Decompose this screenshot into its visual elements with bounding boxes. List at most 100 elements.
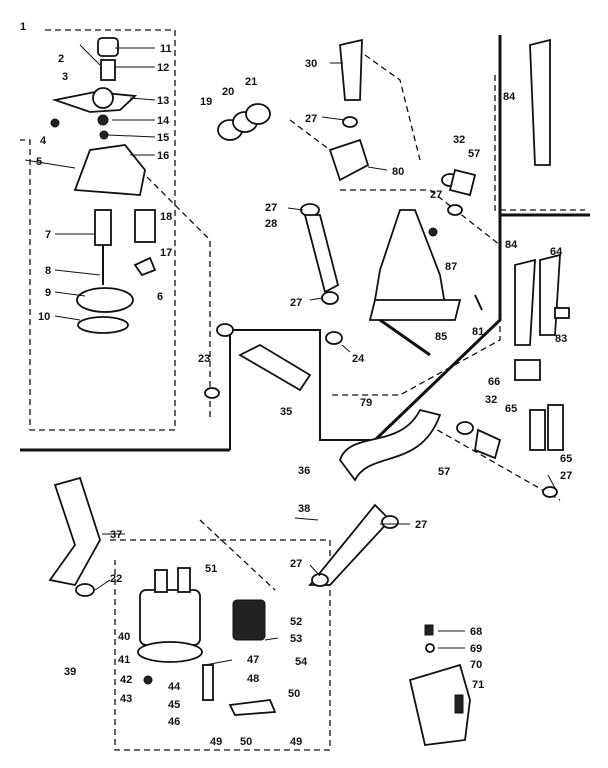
- callout-80: 80: [392, 166, 404, 178]
- callout-79: 79: [360, 397, 372, 409]
- part-84-hose-lower: [514, 258, 536, 346]
- callout-68: 68: [470, 626, 482, 638]
- callout-12: 12: [157, 62, 169, 74]
- part-71-bolt: [454, 694, 464, 714]
- pump-port-b: [177, 567, 191, 593]
- part-37-hose: [48, 476, 101, 587]
- filter-assembly: [368, 209, 483, 357]
- callout-41: 41: [118, 654, 130, 666]
- callout-16: 16: [157, 150, 169, 162]
- callout-57b: 57: [438, 466, 450, 478]
- callout-27f: 27: [415, 519, 427, 531]
- callout-38: 38: [298, 503, 310, 515]
- upper-center-parts: [217, 38, 370, 345]
- callout-30: 30: [305, 58, 317, 70]
- callout-19: 19: [200, 96, 212, 108]
- right-hoses: [441, 38, 570, 498]
- part-23-clamp-b: [204, 387, 220, 399]
- part-23-clamp-a: [216, 323, 234, 337]
- callout-50b: 50: [240, 736, 252, 748]
- part-9-pulley: [76, 287, 134, 313]
- callout-32b: 32: [485, 394, 497, 406]
- valve-guide: [419, 419, 561, 501]
- part-13-hub: [92, 87, 114, 109]
- callout-83: 83: [555, 333, 567, 345]
- part-57-elbow-upper: [448, 168, 477, 197]
- part-69-washer: [425, 643, 435, 653]
- callout-2: 2: [58, 53, 64, 65]
- callout-49b: 49: [290, 736, 302, 748]
- callout-1: 1: [20, 21, 26, 33]
- part-10-ring: [77, 316, 129, 334]
- part-24-clamp: [325, 331, 343, 345]
- callout-27d: 27: [430, 189, 442, 201]
- part-14-nut: [97, 114, 109, 126]
- callout-84b: 84: [505, 239, 518, 251]
- callout-10: 10: [38, 311, 50, 323]
- callout-22: 22: [110, 573, 122, 585]
- callout-6: 6: [157, 291, 163, 303]
- left-assembly-box: [20, 29, 176, 431]
- part-35-hose: [238, 343, 312, 392]
- callout-47: 47: [247, 654, 259, 666]
- right-box: [494, 75, 585, 211]
- part-43-screw: [143, 675, 153, 685]
- part-70-bracket: [408, 663, 471, 746]
- pump-box: [110, 539, 331, 751]
- callout-54: 54: [295, 656, 308, 668]
- part-64-hose: [539, 253, 561, 336]
- callout-53: 53: [290, 633, 302, 645]
- part-79-filter: [373, 209, 447, 306]
- callout-28: 28: [265, 218, 277, 230]
- part-84-hose-upper: [529, 38, 551, 166]
- callout-48: 48: [247, 673, 259, 685]
- callout-27a: 27: [305, 113, 317, 125]
- part-38-hose: [308, 503, 392, 586]
- callout-52: 52: [290, 616, 302, 628]
- part-5-housing: [73, 144, 146, 196]
- leader-lines: [24, 44, 556, 666]
- callout-64: 64: [550, 246, 563, 258]
- callout-69: 69: [470, 643, 482, 655]
- part-12-spring: [100, 59, 116, 81]
- callout-37: 37: [110, 529, 122, 541]
- callout-39: 39: [64, 666, 76, 678]
- lower-left-hose: [48, 476, 101, 597]
- callout-46: 46: [168, 716, 180, 728]
- callout-13: 13: [157, 95, 169, 107]
- part-85-rod: [379, 318, 431, 357]
- drive-assembly: [50, 37, 157, 334]
- part-28-hose: [303, 214, 340, 294]
- part-18-bracket: [134, 209, 156, 243]
- seal-guide: [289, 119, 331, 151]
- part-46-bracket: [228, 699, 277, 716]
- part-30-hose: [339, 38, 363, 101]
- callout-70: 70: [470, 659, 482, 671]
- part-15-washer: [99, 130, 109, 140]
- frame-lines: [20, 35, 590, 452]
- callout-85: 85: [435, 331, 447, 343]
- callout-20: 20: [222, 86, 234, 98]
- part-87-screw: [428, 227, 438, 237]
- filter-box: [330, 189, 501, 396]
- hose-30-guide: [364, 54, 421, 161]
- callout-50a: 50: [288, 688, 300, 700]
- part-45-post: [202, 664, 214, 701]
- boundary-lines: [20, 29, 585, 751]
- left-connector-line: [139, 169, 211, 420]
- part-32-clamp-b: [456, 421, 474, 435]
- part-36-hose: [338, 408, 442, 482]
- callout-49a: 49: [210, 736, 222, 748]
- pump-guide: [199, 519, 276, 591]
- frame-bracket: [229, 329, 375, 450]
- callout-5: 5: [36, 156, 42, 168]
- part-22-clamp: [75, 583, 95, 597]
- callout-36: 36: [298, 465, 310, 477]
- part-79-base: [368, 299, 462, 321]
- part-40-pump-body: [139, 589, 201, 646]
- part-81-pin: [474, 294, 483, 311]
- part-27-clamp-c: [321, 291, 339, 305]
- callout-7: 7: [45, 229, 51, 241]
- part-80-valve: [328, 138, 370, 182]
